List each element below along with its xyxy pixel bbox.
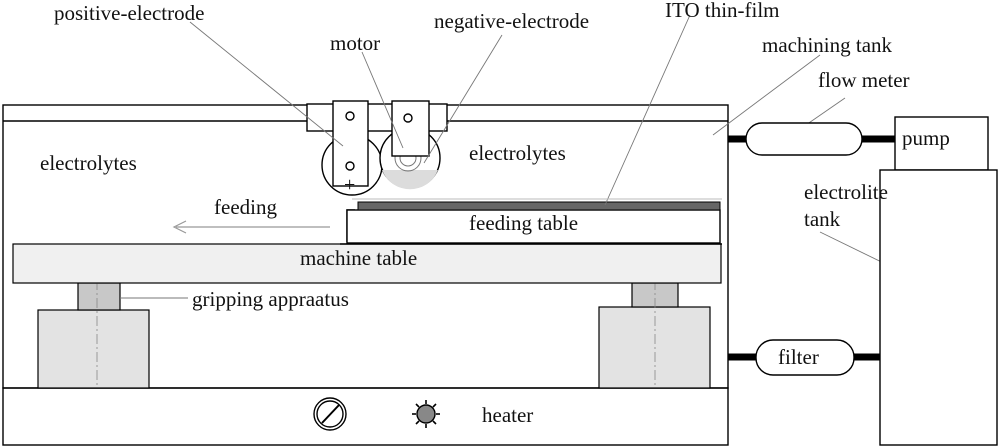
- label-electrolytes-right: electrolytes: [469, 141, 566, 165]
- label-heater: heater: [482, 403, 533, 427]
- label-positive-electrode: positive-electrode: [54, 1, 204, 25]
- filter: [728, 339, 880, 376]
- label-feeding: feeding: [214, 195, 277, 219]
- label-pump: pump: [902, 126, 950, 150]
- right-support: [598, 262, 711, 389]
- flow-meter: [728, 122, 895, 156]
- label-electrolytes-left: electrolytes: [40, 151, 137, 175]
- label-electrolite-tank-line1: electrolite: [804, 180, 888, 204]
- machine-table: [12, 243, 722, 284]
- label-machine-table: machine table: [300, 246, 417, 270]
- label-feeding-table: feeding table: [469, 211, 578, 235]
- label-negative-electrode: negative-electrode: [434, 9, 589, 33]
- electrolite-tank: [879, 169, 998, 446]
- feeding-table: [340, 209, 722, 245]
- label-gripping-apparatus: gripping appraatus: [192, 287, 349, 311]
- heater-base: [2, 387, 729, 446]
- left-support: [37, 262, 150, 389]
- plus-sign: +: [344, 174, 355, 196]
- label-filter: filter: [778, 345, 819, 369]
- electrode-assembly: +: [306, 100, 448, 196]
- label-electrolite-tank-line2: tank: [804, 207, 841, 231]
- label-motor: motor: [330, 31, 380, 55]
- label-ito-thin-film: ITO thin-film: [665, 0, 780, 22]
- ito-thin-film: [357, 201, 721, 211]
- feeding-arrow-icon: [172, 220, 330, 234]
- label-flow-meter: flow meter: [818, 68, 910, 92]
- label-machining-tank: machining tank: [762, 33, 893, 57]
- heater-gauge-icon: [313, 397, 347, 431]
- heater-knob-icon: [412, 400, 440, 428]
- pump: [894, 116, 989, 171]
